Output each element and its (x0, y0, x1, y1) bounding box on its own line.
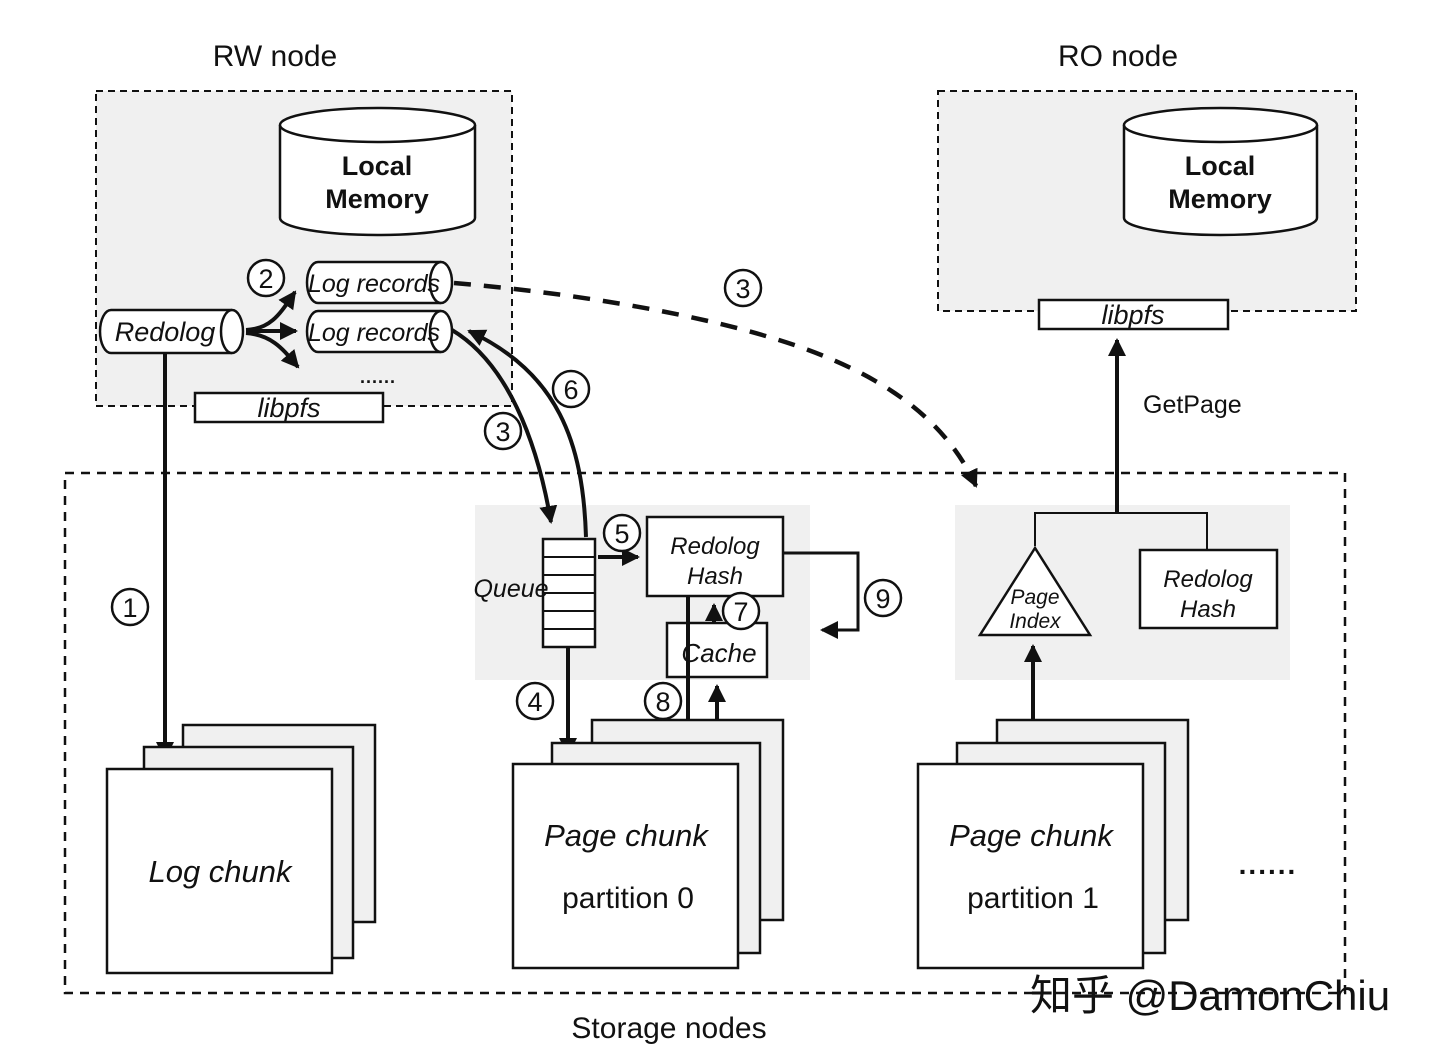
log-records-cylinder-1: Log records (305, 260, 454, 305)
step-8-badge: 8 (643, 681, 683, 721)
redolog-to-more-arrow (245, 331, 300, 369)
step-6-label: 6 (563, 375, 578, 405)
log-records-2-label: Log records (308, 319, 440, 347)
page-chunk-0-label: Page chunk (544, 818, 709, 853)
step-9-badge: 9 (863, 578, 903, 618)
queue-to-logrecords-arrow (467, 329, 588, 538)
step-9-label: 9 (875, 584, 890, 614)
page-chunk-1-partition: partition 1 (967, 882, 1099, 915)
page-chunk-0-partition: partition 0 (562, 882, 694, 915)
redolog-hash-label-2: Hash (687, 563, 743, 590)
step-7-label: 7 (733, 597, 748, 627)
step-3-label: 3 (495, 417, 510, 447)
ro-libpfs-box (1037, 298, 1230, 331)
cache-label: Cache (681, 638, 756, 668)
rw-libpfs-label: libpfs (257, 393, 320, 423)
step-1-label: 1 (122, 593, 137, 623)
hash-selfloop-arrow (783, 551, 860, 639)
log-chunk-label: Log chunk (148, 854, 293, 889)
step-3-badge: 3 (483, 411, 523, 451)
step-2-badge: 2 (246, 258, 286, 298)
step-4-label: 4 (527, 687, 542, 717)
step-5-badge: 5 (602, 513, 642, 553)
getpage-connector (1034, 512, 1208, 549)
redolog-hash-box (645, 515, 785, 598)
ro-local-memory-label-1: Local (1185, 151, 1256, 181)
rw-more-records-dots: ...... (360, 367, 396, 387)
step-7-badge: 7 (721, 591, 761, 631)
queue-cells (543, 556, 595, 630)
step-6-badge: 6 (551, 369, 591, 409)
rw-local-memory-cylinder: Local Memory (278, 106, 477, 237)
page-chunk-1-label: Page chunk (949, 818, 1114, 853)
queue: Queue (473, 537, 597, 649)
redolog-cylinder: Redolog (98, 308, 245, 355)
step-2-label: 2 (258, 264, 273, 294)
page-index-triangle: Page Index (977, 545, 1093, 637)
storage-nodes-panel (63, 471, 1347, 995)
step-1-badge: 1 (110, 587, 150, 627)
logrecords-to-ro-dashed-arrow (453, 280, 979, 488)
step-4-badge: 4 (515, 681, 555, 721)
step-8-label: 8 (655, 687, 670, 717)
log-records-cylinder-2: Log records (305, 309, 454, 354)
rw-local-memory-label-1: Local (342, 151, 413, 181)
redolog-hash-right-label-1: Redolog (1163, 566, 1253, 593)
step-5-label: 5 (614, 519, 629, 549)
redolog-hash-right-box (1138, 548, 1279, 630)
redolog-hash-label-1: Redolog (670, 533, 760, 560)
getpage-label: GetPage (1143, 391, 1242, 419)
log-chunk-stack: Log chunk (105, 723, 377, 975)
step-3-top-label: 3 (735, 274, 750, 304)
redolog-hash-right-label-2: Hash (1180, 596, 1236, 623)
redolog-label: Redolog (115, 317, 216, 347)
rw-libpfs-box (193, 391, 385, 424)
page-index-label-1: Page (1010, 586, 1059, 609)
ro-local-memory-cylinder: Local Memory (1122, 106, 1319, 237)
cache-box (665, 621, 769, 679)
ro-libpfs-label: libpfs (1101, 300, 1164, 330)
rw-node-title: RW node (213, 40, 338, 73)
log-records-1-label: Log records (308, 270, 440, 298)
step-3-badge-top: 3 (723, 268, 763, 308)
watermark: 知乎 @DamonChiu (1030, 972, 1390, 1019)
rw-local-memory-label-2: Memory (325, 184, 429, 214)
storage-nodes-title: Storage nodes (571, 1012, 766, 1045)
more-partitions-dots: ...... (1239, 849, 1298, 880)
ro-local-memory-label-2: Memory (1168, 184, 1272, 214)
page-index-label-2: Index (1009, 610, 1062, 633)
page-chunk-0-stack: Page chunk partition 0 (511, 718, 785, 970)
ro-node-title: RO node (1058, 40, 1178, 73)
page-chunk-1-stack: Page chunk partition 1 (916, 718, 1190, 970)
queue-label: Queue (473, 575, 548, 603)
